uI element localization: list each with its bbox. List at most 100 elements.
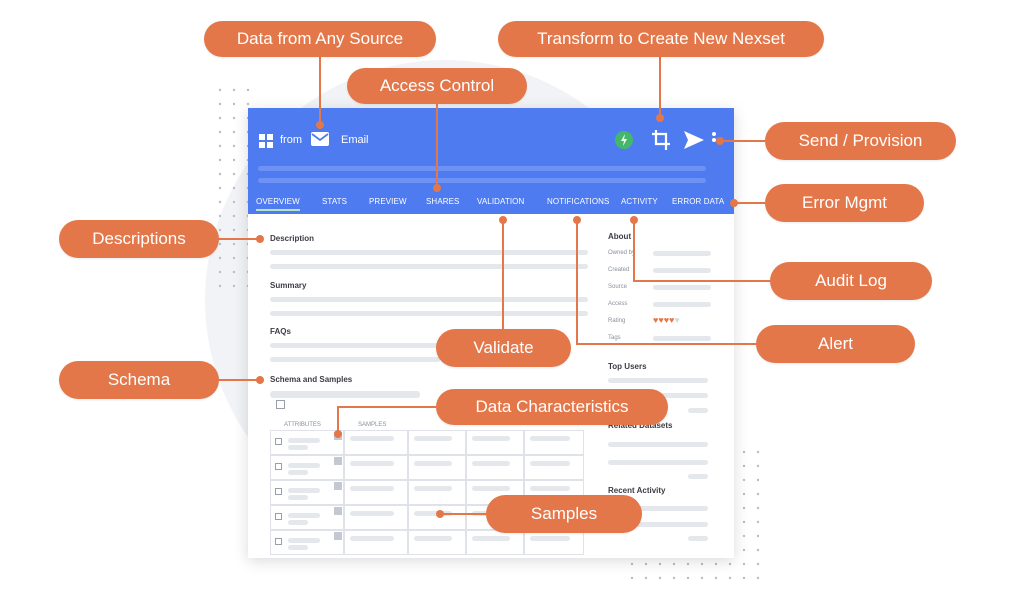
placeholder-line [688, 536, 708, 541]
placeholder-line [608, 506, 708, 511]
about-field-value-placeholder [653, 285, 711, 290]
about-field-label: Owned by [608, 250, 636, 256]
placeholder-line [288, 438, 320, 443]
data-type-icon[interactable] [334, 507, 342, 515]
placeholder-line [608, 378, 708, 383]
tab-validation[interactable]: VALIDATION [477, 197, 525, 206]
placeholder-line [530, 461, 570, 466]
dataset-card: from Email OVERVIEW STATS [248, 108, 734, 558]
tab-preview[interactable]: PREVIEW [369, 197, 407, 206]
placeholder-line [288, 545, 308, 550]
connector-dot [730, 199, 738, 207]
header-placeholder-2 [258, 178, 706, 183]
select-all-checkbox[interactable] [276, 400, 285, 409]
connector-alert [576, 220, 756, 345]
placeholder-line [414, 511, 452, 516]
connector-dot [656, 114, 664, 122]
row-checkbox[interactable] [275, 538, 282, 545]
callout-access-control: Access Control [347, 68, 527, 104]
connector-dot [436, 510, 444, 518]
placeholder-line [350, 486, 394, 491]
about-field-label: Source [608, 284, 628, 290]
connector-dot [499, 216, 507, 224]
heart-icon: ♥ [669, 315, 675, 325]
placeholder-line [414, 436, 452, 441]
data-type-icon[interactable] [334, 457, 342, 465]
placeholder-line [414, 536, 452, 541]
sample-cell [408, 430, 466, 455]
header-placeholder-1 [258, 166, 706, 171]
description-heading: Description [270, 234, 315, 243]
placeholder-line [608, 522, 708, 527]
callout-characteristics: Data Characteristics [436, 389, 668, 425]
sample-cell [344, 505, 408, 530]
row-checkbox[interactable] [275, 488, 282, 495]
sample-cell [466, 455, 524, 480]
placeholder-line [288, 495, 308, 500]
row-checkbox[interactable] [275, 438, 282, 445]
tab-shares[interactable]: SHARES [426, 197, 460, 206]
grid-icon [259, 134, 273, 148]
placeholder-line [472, 486, 510, 491]
callout-audit: Audit Log [770, 262, 932, 300]
sample-cell [344, 430, 408, 455]
row-checkbox[interactable] [275, 513, 282, 520]
placeholder-line [608, 442, 708, 447]
source-label: Email [341, 134, 369, 146]
heart-icon: ♥ [653, 315, 659, 325]
callout-send: Send / Provision [765, 122, 956, 160]
tab-stats[interactable]: STATS [322, 197, 348, 206]
callout-alert: Alert [756, 325, 915, 363]
placeholder-line [530, 486, 570, 491]
connector-dot [433, 184, 441, 192]
callout-transform: Transform to Create New Nexset [498, 21, 824, 57]
attributes-column-header: ATTRIBUTES [284, 422, 321, 428]
about-field-value-placeholder [653, 302, 711, 307]
send-icon[interactable] [684, 131, 704, 149]
placeholder-line [530, 436, 570, 441]
heart-icon: ♥ [674, 315, 680, 325]
tab-overview[interactable]: OVERVIEW [256, 197, 300, 211]
sample-cell [408, 505, 466, 530]
sample-cell [408, 530, 466, 555]
connector-dot [256, 376, 264, 384]
about-field-value-placeholder [653, 336, 711, 341]
connector-characteristics [337, 406, 436, 434]
connector-dot [630, 216, 638, 224]
sample-cell [524, 430, 584, 455]
rating-hearts: ♥♥♥♥♥ [653, 315, 680, 325]
placeholder-line [472, 436, 510, 441]
data-type-icon[interactable] [334, 482, 342, 490]
placeholder-line [288, 470, 308, 475]
refresh-icon[interactable] [614, 130, 634, 150]
placeholder-line [270, 297, 588, 302]
heart-icon: ♥ [658, 315, 664, 325]
attribute-cell [270, 455, 344, 480]
tab-activity[interactable]: ACTIVITY [621, 197, 658, 206]
about-field-value-placeholder [653, 251, 711, 256]
placeholder-line [350, 511, 394, 516]
placeholder-line [350, 436, 394, 441]
connector-dot [256, 235, 264, 243]
placeholder-line [270, 311, 588, 316]
tab-notifications[interactable]: NOTIFICATIONS [547, 197, 610, 206]
attribute-cell [270, 430, 344, 455]
placeholder-line [288, 463, 320, 468]
crop-icon[interactable] [651, 129, 671, 151]
attribute-cell [270, 530, 344, 555]
placeholder-line [472, 461, 510, 466]
more-icon[interactable] [711, 131, 717, 149]
attribute-cell [270, 505, 344, 530]
callout-samples: Samples [486, 495, 642, 533]
schema-heading: Schema and Samples [270, 375, 353, 384]
from-label: from [280, 134, 302, 146]
about-field-label: Rating [608, 318, 626, 324]
placeholder-line [608, 460, 708, 465]
row-checkbox[interactable] [275, 463, 282, 470]
placeholder-line [688, 474, 708, 479]
summary-heading: Summary [270, 281, 307, 290]
sample-cell [344, 480, 408, 505]
tab-error-data[interactable]: ERROR DATA [672, 197, 725, 206]
data-type-icon[interactable] [334, 532, 342, 540]
